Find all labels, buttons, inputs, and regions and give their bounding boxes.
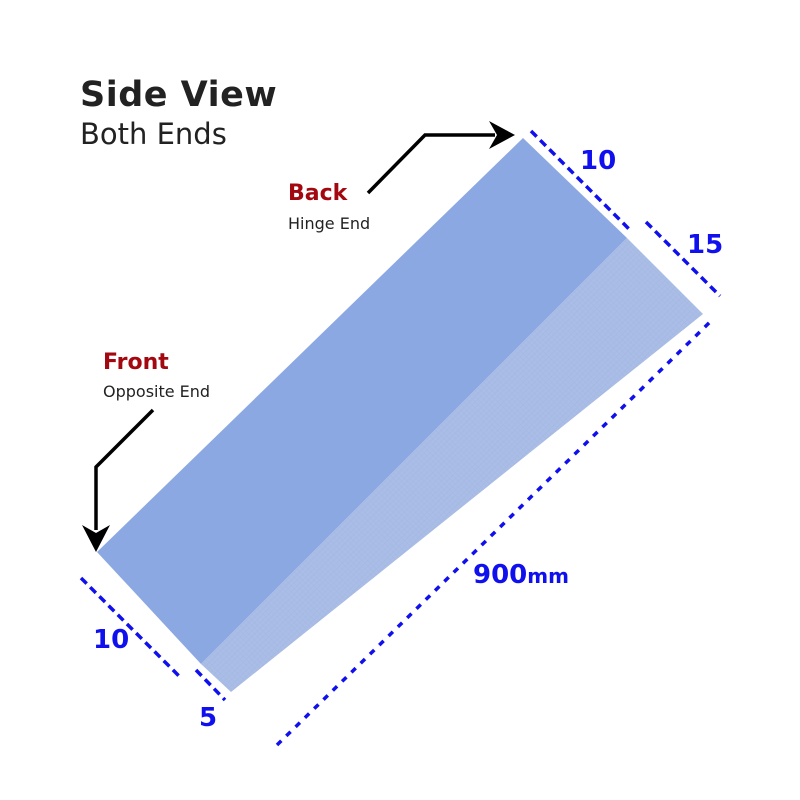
dim-front-wedge: 5 (199, 703, 218, 733)
dim-back-top: 10 (580, 146, 617, 176)
dim-line-back-wedge (644, 220, 722, 298)
back-sublabel: Hinge End (288, 214, 371, 233)
page-title: Side View (80, 75, 278, 115)
dim-line-front-top (79, 576, 183, 680)
front-arrow-icon (82, 408, 155, 552)
dim-length-unit: mm (527, 564, 569, 588)
dim-line-back-top (529, 129, 633, 233)
page-subtitle: Both Ends (80, 117, 227, 151)
front-sublabel: Opposite End (103, 382, 211, 401)
dim-line-length (275, 320, 712, 747)
wedge-layer (201, 238, 703, 692)
dim-length: 900mm (473, 562, 569, 588)
back-arrow-icon (366, 121, 515, 195)
dim-back-wedge: 15 (687, 230, 724, 260)
front-label: Front (103, 350, 169, 375)
back-label: Back (288, 181, 348, 206)
base-layer (97, 138, 627, 664)
dim-front-top: 10 (93, 625, 130, 655)
dim-length-value: 900 (473, 560, 528, 590)
dim-line-front-wedge (194, 668, 227, 702)
